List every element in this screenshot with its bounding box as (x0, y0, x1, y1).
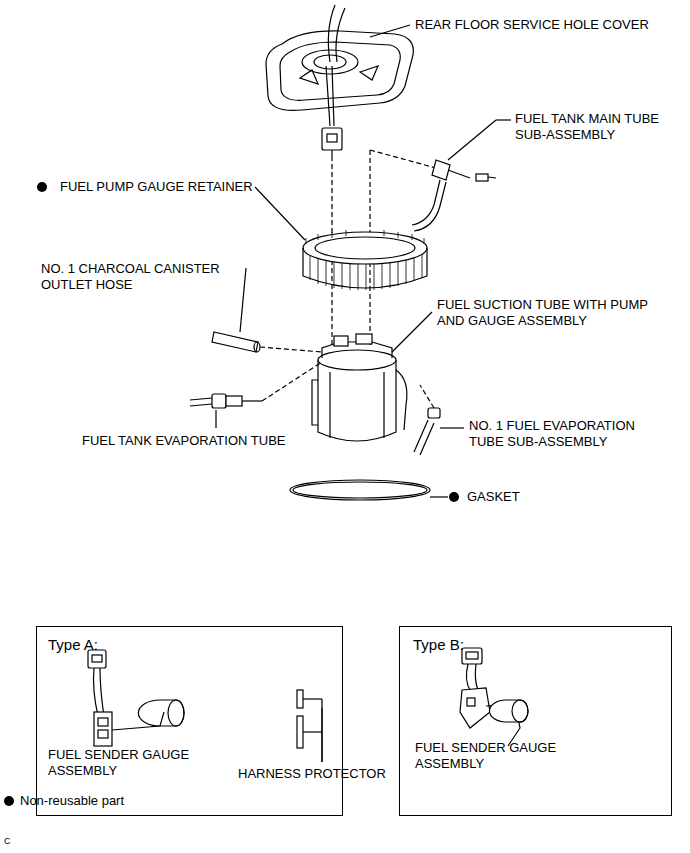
part-name: FUEL SENDER GAUGE ASSEMBLY (48, 747, 218, 779)
part-name: REAR FLOOR SERVICE HOLE COVER (415, 17, 649, 33)
part-name: FUEL SUCTION TUBE WITH PUMP AND GAUGE AS… (437, 297, 662, 329)
non-reusable-dot (37, 182, 47, 192)
type-heading: Type A: (48, 636, 98, 654)
part-name: NO. 1 FUEL EVAPORATION TUBE SUB-ASSEMBLY (469, 418, 659, 450)
figure-code: C (4, 836, 11, 847)
legend-dot (4, 796, 14, 806)
part-name: NO. 1 CHARCOAL CANISTER OUTLET HOSE (41, 261, 231, 293)
type-box: Type A: FUEL SENDER GAUGE ASSEMBLY (36, 626, 343, 816)
part-name: FUEL SENDER GAUGE ASSEMBLY (415, 740, 585, 772)
part-name: FUEL TANK EVAPORATION TUBE (82, 433, 285, 449)
type-box: Type B: FUEL SENDER GAUGE ASSEMBLY (399, 626, 672, 816)
type-heading: Type B: (413, 636, 464, 654)
non-reusable-dot (449, 492, 459, 502)
part-name: GASKET (467, 489, 520, 505)
legend-text: Non-reusable part (20, 793, 124, 809)
part-name: FUEL TANK MAIN TUBE SUB-ASSEMBLY (515, 111, 680, 143)
part-name: HARNESS PROTECTOR (238, 766, 386, 782)
part-name: FUEL PUMP GAUGE RETAINER (60, 179, 253, 195)
